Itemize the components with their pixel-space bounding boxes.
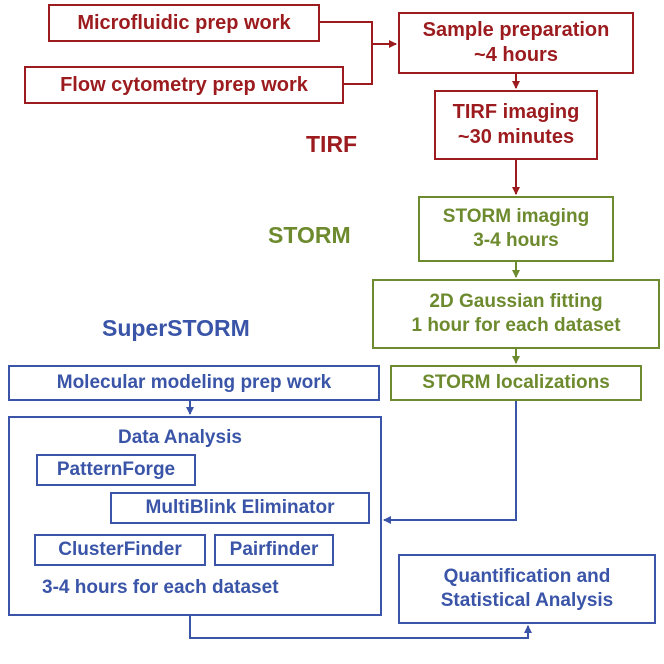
clusterfinder-label: ClusterFinder <box>58 539 182 561</box>
gaussian-fitting-title: 2D Gaussian fitting <box>429 291 603 313</box>
tirf-imaging-duration: ~30 minutes <box>457 126 575 148</box>
section-label-tirf: TIRF <box>306 131 358 157</box>
data-analysis-box: Data Analysis PatternForge MultiBlink El… <box>8 416 382 616</box>
storm-localizations-box: STORM localizations <box>390 365 642 401</box>
patternforge-label: PatternForge <box>56 459 176 481</box>
data-analysis-duration: 3-4 hours for each dataset <box>42 577 279 598</box>
gaussian-fitting-box: 2D Gaussian fitting 1 hour for each data… <box>372 279 660 349</box>
storm-imaging-box: STORM imaging 3-4 hours <box>418 196 614 262</box>
arrow-to-quantification <box>189 616 532 639</box>
pairfinder-box: Pairfinder <box>214 534 334 566</box>
quantification-subtitle: Statistical Analysis <box>440 590 614 611</box>
storm-localizations-label: STORM localizations <box>422 372 610 394</box>
multiblink-eliminator-label: MultiBlink Eliminator <box>145 497 335 519</box>
arrow-to-data-analysis <box>383 400 517 524</box>
multiblink-eliminator-box: MultiBlink Eliminator <box>110 492 370 524</box>
patternforge-box: PatternForge <box>36 454 196 486</box>
molecular-modeling-prep-label: Molecular modeling prep work <box>56 372 332 394</box>
flow-cytometry-prep-label: Flow cytometry prep work <box>60 73 308 96</box>
microfluidic-prep-label: Microfluidic prep work <box>77 11 291 34</box>
sample-preparation-title: Sample preparation <box>422 19 610 41</box>
clusterfinder-box: ClusterFinder <box>34 534 206 566</box>
molecular-modeling-prep-box: Molecular modeling prep work <box>8 365 380 401</box>
section-label-superstorm: SuperSTORM <box>102 315 250 341</box>
storm-imaging-duration: 3-4 hours <box>473 230 559 251</box>
section-label-storm: STORM <box>268 222 351 248</box>
sample-preparation-duration: ~4 hours <box>474 44 558 66</box>
quantification-title: Quantification and <box>443 566 611 588</box>
tirf-imaging-title: TIRF imaging <box>452 101 580 123</box>
pairfinder-label: Pairfinder <box>229 539 319 561</box>
microfluidic-prep-box: Microfluidic prep work <box>48 4 320 42</box>
data-analysis-title: Data Analysis <box>118 427 242 448</box>
tirf-imaging-box: TIRF imaging ~30 minutes <box>434 90 598 160</box>
sample-preparation-box: Sample preparation ~4 hours <box>398 12 634 74</box>
quantification-box: Quantification and Statistical Analysis <box>398 554 656 624</box>
connector-microfluidic <box>320 21 373 44</box>
flow-cytometry-prep-box: Flow cytometry prep work <box>24 66 344 104</box>
connector-flow-cytometry <box>344 44 373 85</box>
gaussian-fitting-duration: 1 hour for each dataset <box>411 315 621 336</box>
storm-imaging-title: STORM imaging <box>442 206 590 228</box>
